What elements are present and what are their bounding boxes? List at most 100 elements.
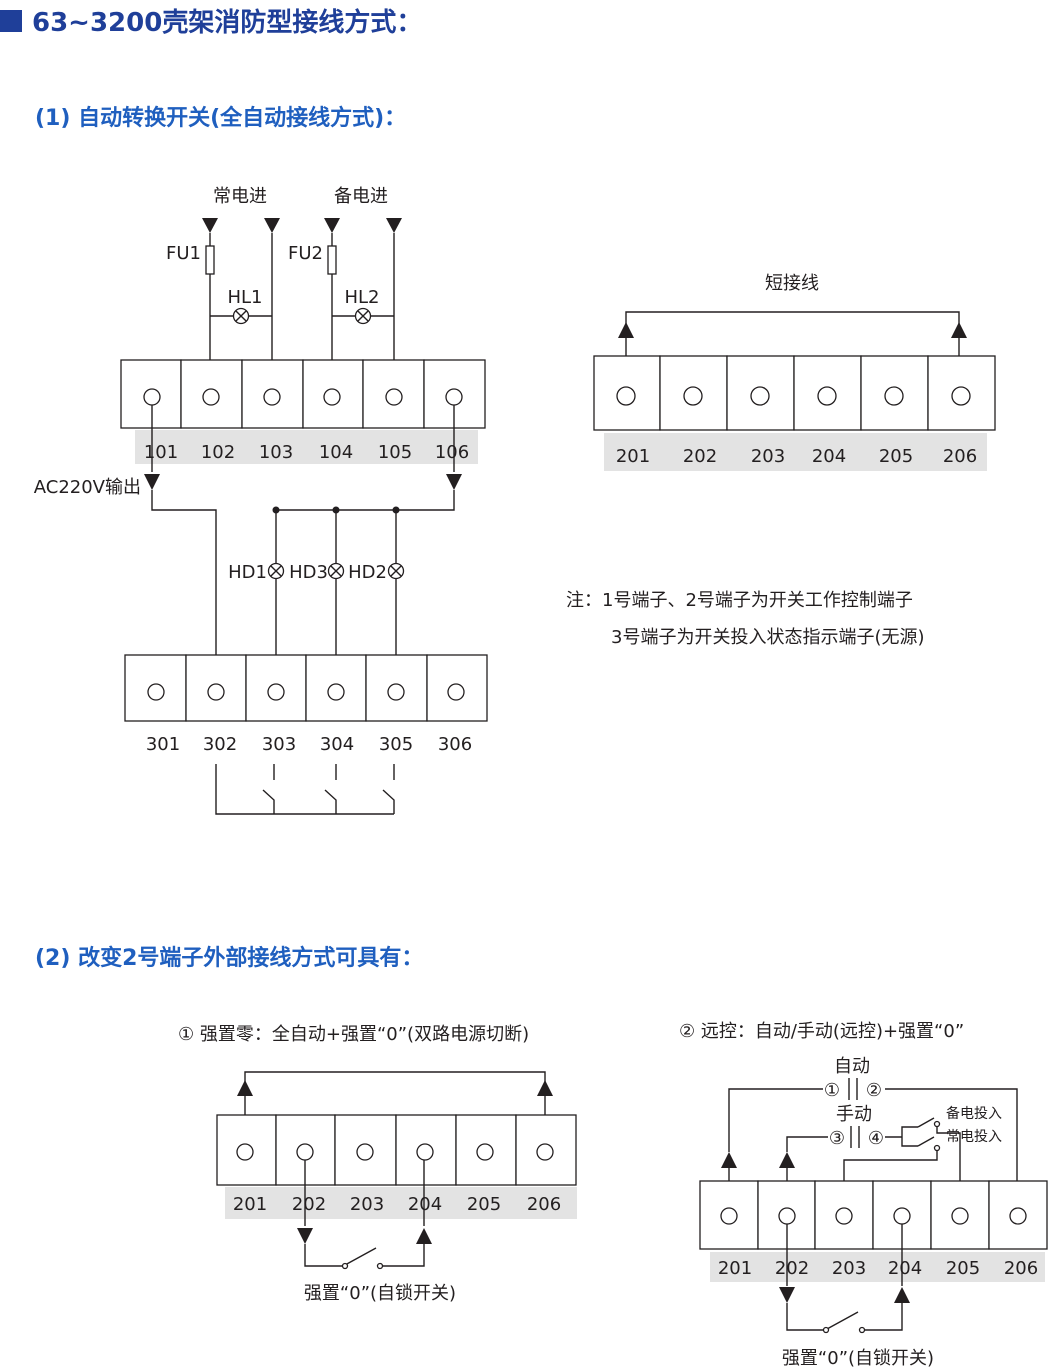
terminal-label: 206 xyxy=(527,1194,561,1215)
up-arrow-icon xyxy=(951,322,967,338)
lamp-feed-wires xyxy=(275,510,397,684)
backup-on-label: 备电投入 xyxy=(946,1105,1002,1122)
terminal-label: 204 xyxy=(812,446,846,467)
terminal-screw-icon xyxy=(951,1207,969,1225)
terminal-screw-icon xyxy=(1009,1207,1027,1225)
terminal-block-100: 101 102 103 104 105 106 xyxy=(120,359,486,464)
manual-wires xyxy=(786,1126,918,1152)
terminal-screw-icon xyxy=(893,1207,911,1225)
circle-3-label: ③ xyxy=(829,1128,845,1149)
up-arrow-icon xyxy=(237,1080,253,1096)
lamp2-label: HL2 xyxy=(344,287,379,308)
down-arrow-icon xyxy=(297,1228,313,1244)
neutral-wire xyxy=(151,490,217,684)
manual-label: 手动 xyxy=(836,1104,872,1125)
lamp1-label: HL1 xyxy=(227,287,262,308)
terminal-label: 106 xyxy=(435,442,469,463)
page-title: 63~3200壳架消防型接线方式： xyxy=(0,2,422,39)
up-arrow-icon xyxy=(618,322,634,338)
terminal-screw-icon xyxy=(750,386,770,406)
output-label: AC220V输出 xyxy=(34,477,141,498)
power-input-group: 常电进 备电进 FU1 FU2 HL1 HL2 xyxy=(166,186,402,389)
terminal-number-strip xyxy=(604,433,987,471)
switch-contact-icon xyxy=(376,1262,384,1270)
force-zero-switch xyxy=(304,1244,425,1267)
up-arrow-icon xyxy=(416,1228,432,1244)
terminal-screw-icon xyxy=(616,386,636,406)
terminal-label: 204 xyxy=(408,1194,442,1215)
backup-power-label: 备电进 xyxy=(334,186,388,207)
fuse2-label: FU2 xyxy=(288,243,323,264)
terminal-label: 205 xyxy=(879,446,913,467)
hd1-label: HD1 xyxy=(228,562,267,583)
terminal-screw-icon xyxy=(951,386,971,406)
force-zero-label: 强置“0”(自锁开关) xyxy=(782,1348,934,1369)
terminal-screw-icon xyxy=(536,1143,554,1161)
terminal-label: 204 xyxy=(888,1258,922,1279)
input-arrow-icon xyxy=(386,218,402,233)
up-arrow-icon xyxy=(721,1152,737,1168)
terminal-label: 203 xyxy=(350,1194,384,1215)
circle-4-label: ④ xyxy=(868,1128,884,1149)
terminal-screw-icon xyxy=(356,1143,374,1161)
fuse1-label: FU1 xyxy=(166,243,201,264)
switch-contact-icon xyxy=(933,1144,941,1152)
manual-contact-icon xyxy=(850,1126,860,1148)
terminal-screw-icon xyxy=(476,1143,494,1161)
terminal-label: 202 xyxy=(292,1194,326,1215)
main-on-label: 常电投入 xyxy=(946,1129,1002,1145)
page-title-text: 63~3200壳架消防型接线方式： xyxy=(32,8,423,38)
auto-label: 自动 xyxy=(834,1056,870,1077)
output-arrow-icon xyxy=(144,474,160,490)
switch-feed-wires xyxy=(786,1224,903,1286)
terminal-screw-icon xyxy=(835,1207,853,1225)
terminal-screw-icon xyxy=(385,388,403,406)
terminal-number-strip xyxy=(225,1187,577,1219)
switch-contact-icon xyxy=(341,1262,349,1270)
terminal-label: 202 xyxy=(775,1258,809,1279)
terminal-screw-icon xyxy=(207,683,225,701)
auto-wires xyxy=(728,1088,1018,1208)
output-arrow-icon xyxy=(446,474,462,490)
terminal-screw-icon xyxy=(323,388,341,406)
terminal-screw-icon xyxy=(143,388,161,406)
terminal-screw-icon xyxy=(720,1207,738,1225)
terminal-201 xyxy=(216,1114,277,1186)
terminal-label: 205 xyxy=(467,1194,501,1215)
terminal-label: 201 xyxy=(718,1258,752,1279)
terminal-screw-icon xyxy=(296,1143,314,1161)
switch-feed-wires xyxy=(304,1160,425,1226)
option1-title: ① 强置零：全自动+强置“0”(双路电源切断) xyxy=(178,1024,529,1045)
fuse-fu2 xyxy=(327,245,337,275)
down-arrow-icon xyxy=(779,1287,795,1303)
force-zero-switch xyxy=(786,1303,903,1331)
option2-title: ② 远控：自动/手动(远控)+强置“0” xyxy=(679,1021,964,1042)
lamp-hd3-icon xyxy=(327,562,345,580)
terminal-screw-icon xyxy=(263,388,281,406)
terminal-number-strip xyxy=(135,430,478,464)
terminal-screw-icon xyxy=(147,683,165,701)
terminal-label: 203 xyxy=(751,446,785,467)
terminal-label: 202 xyxy=(683,446,717,467)
terminal-screw-icon xyxy=(683,386,703,406)
jumper-label: 短接线 xyxy=(765,273,819,294)
terminal-screw-icon xyxy=(817,386,837,406)
terminal-label: 205 xyxy=(946,1258,980,1279)
jumper-wire xyxy=(625,311,960,338)
terminal-block-200-jumper: 短接线 201 202 203 204 205 206 xyxy=(593,273,996,471)
terminal-screw-icon xyxy=(778,1207,796,1225)
note-line1: 注：1号端子、2号端子为开关工作控制端子 xyxy=(566,590,913,611)
select-switch-icon xyxy=(917,1117,935,1147)
terminal-number-strip xyxy=(710,1252,1045,1282)
output-wiring: AC220V输出 HD1 HD3 HD2 xyxy=(34,405,462,684)
up-arrow-icon xyxy=(779,1152,795,1168)
switch-contact-icon xyxy=(933,1120,941,1128)
fuse-fu1 xyxy=(205,245,215,275)
jumper-wire xyxy=(244,1071,546,1095)
input-arrow-icon xyxy=(324,218,340,233)
live-bus-wire xyxy=(276,490,455,511)
terminal-label: 301 xyxy=(146,734,180,755)
input-arrow-icon xyxy=(202,218,218,233)
force-zero-label: 强置“0”(自锁开关) xyxy=(304,1283,456,1304)
